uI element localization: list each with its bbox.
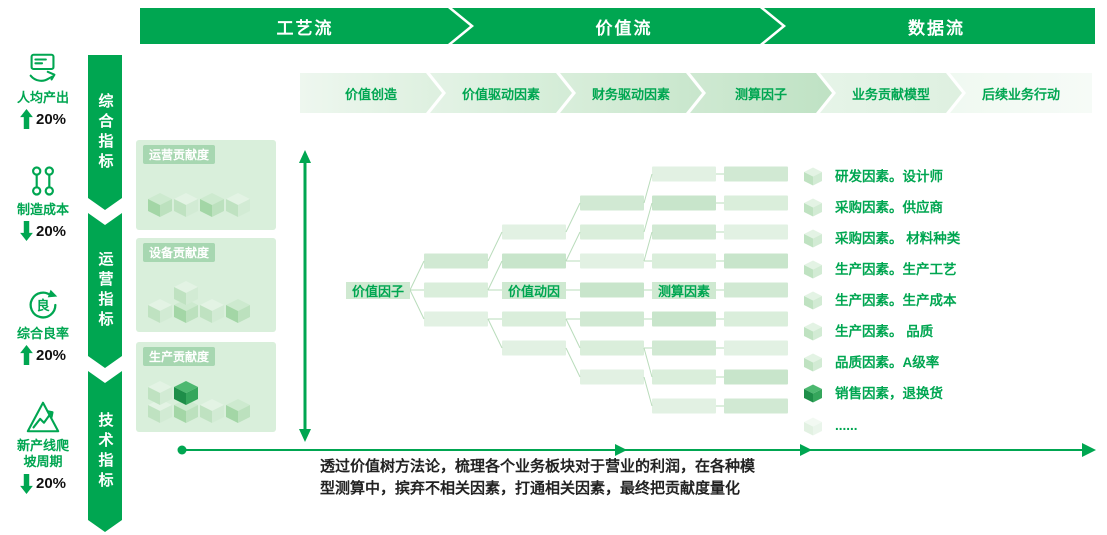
stage-label: 业务贡献模型 bbox=[851, 86, 930, 102]
metric-value-row: 20% bbox=[2, 473, 84, 494]
cube-icon bbox=[804, 167, 822, 186]
ribbon-operational-indicators: 运营指标 bbox=[88, 213, 122, 368]
panel-production-contribution: 生产贡献度 bbox=[136, 342, 276, 432]
report-hand-icon bbox=[2, 50, 84, 88]
trend-up-arrow bbox=[20, 109, 33, 130]
factor-label: 采购因素。供应商 bbox=[835, 200, 943, 215]
factor-label: 生产因素。 品质 bbox=[835, 324, 934, 339]
metric-value: 20% bbox=[35, 346, 67, 364]
factor-label: 研发因素。设计师 bbox=[835, 169, 943, 184]
tree-node-value-factor: 价值因子 bbox=[346, 282, 410, 299]
vertical-double-arrow bbox=[299, 150, 311, 442]
trend-down-arrow bbox=[20, 221, 33, 242]
cube-chart bbox=[148, 381, 250, 423]
cube-icon bbox=[804, 322, 822, 341]
metric-value-row: 20% bbox=[2, 345, 84, 366]
metric-ramp-up-cycle: 新产线爬坡周期 20% bbox=[2, 398, 84, 494]
factor-item-procurement-material: 采购因素。 材料种类 bbox=[802, 222, 960, 252]
bottom-axis-arrow bbox=[177, 443, 1096, 457]
stage-value-drivers: 价值驱动因素 bbox=[430, 73, 572, 113]
flow-banner-label: 数据流 bbox=[908, 18, 965, 38]
metric-per-capita-output: 人均产出 20% bbox=[2, 50, 84, 130]
flow-banner-value: 价值流 bbox=[452, 8, 782, 44]
stage-follow-up-actions: 后续业务行动 bbox=[950, 73, 1092, 113]
panel-equipment-contribution: 设备贡献度 bbox=[136, 238, 276, 332]
factor-item-rd-designer: 研发因素。设计师 bbox=[802, 160, 943, 190]
panel-label: 生产贡献度 bbox=[143, 347, 216, 366]
factor-item-production-quality: 生产因素。 品质 bbox=[802, 315, 933, 345]
ribbon-comprehensive-indicators: 综合指标 bbox=[88, 55, 122, 210]
factor-item-production-process: 生产因素。生产工艺 bbox=[802, 253, 957, 283]
stage-label: 财务驱动因素 bbox=[591, 86, 670, 102]
stage-value-creation: 价值创造 bbox=[300, 73, 442, 113]
flow-banner-process: 工艺流 bbox=[140, 8, 470, 44]
flow-banner-label: 价值流 bbox=[595, 18, 653, 38]
cube-icon bbox=[804, 198, 822, 217]
metric-value: 20% bbox=[35, 110, 67, 128]
metric-overall-yield: 良 综合良率 20% bbox=[2, 286, 84, 366]
stage-calculation-factor: 测算因子 bbox=[690, 73, 832, 113]
trend-up-arrow bbox=[20, 345, 33, 366]
ribbon-label: 技术指标 bbox=[96, 411, 114, 492]
cube-icon bbox=[804, 229, 822, 248]
stage-financial-drivers: 财务驱动因素 bbox=[560, 73, 702, 113]
stage-label: 价值驱动因素 bbox=[461, 86, 540, 102]
panel-label: 运营贡献度 bbox=[143, 145, 216, 164]
metric-label: 制造成本 bbox=[16, 202, 69, 217]
flow-banner-data: 数据流 bbox=[764, 8, 1095, 44]
metric-label: 新产线爬坡周期 bbox=[16, 438, 69, 470]
cube-icon bbox=[804, 384, 822, 403]
stage-label: 价值创造 bbox=[344, 86, 397, 102]
cube-icon bbox=[804, 353, 822, 372]
yield-loop-icon: 良 bbox=[2, 286, 84, 324]
metric-value-row: 20% bbox=[2, 109, 84, 130]
tree-node-calculation-factor: 测算因素 bbox=[652, 282, 716, 299]
metric-value-row: 20% bbox=[2, 221, 84, 242]
factor-label: 品质因素。A级率 bbox=[835, 355, 940, 370]
stage-business-contribution-model: 业务贡献模型 bbox=[820, 73, 962, 113]
tree-node-value-driver: 价值动因 bbox=[502, 282, 566, 299]
metric-label: 人均产出 bbox=[16, 90, 69, 105]
ramp-climb-icon bbox=[2, 398, 84, 436]
factor-label: 销售因素，退换货 bbox=[835, 386, 943, 401]
panel-label: 设备贡献度 bbox=[143, 243, 216, 262]
factor-item-ellipsis: ...... bbox=[802, 410, 858, 440]
stage-label: 测算因子 bbox=[734, 86, 787, 102]
factor-item-sales-returns: 销售因素，退换货 bbox=[802, 377, 943, 407]
factor-label: 生产因素。生产成本 bbox=[835, 293, 957, 308]
trend-down-arrow bbox=[20, 473, 33, 494]
factor-item-production-cost: 生产因素。生产成本 bbox=[802, 284, 957, 314]
stage-label: 后续业务行动 bbox=[981, 86, 1060, 102]
cube-icon bbox=[804, 417, 822, 436]
metric-value: 20% bbox=[35, 222, 67, 240]
metric-label: 综合良率 bbox=[16, 326, 69, 341]
metric-value: 20% bbox=[35, 475, 67, 492]
ribbon-label: 运营指标 bbox=[96, 250, 114, 331]
ribbon-label: 综合指标 bbox=[96, 92, 114, 173]
flow-banner-label: 工艺流 bbox=[276, 18, 334, 38]
factor-item-procurement-supplier: 采购因素。供应商 bbox=[802, 191, 943, 221]
factor-label: 生产因素。生产工艺 bbox=[835, 262, 957, 277]
cube-icon bbox=[804, 291, 822, 310]
svg-text:良: 良 bbox=[36, 297, 50, 313]
footer-description: 透过价值树方法论，梳理各个业务板块对于营业的利润，在各种模型测算中，摈弃不相关因… bbox=[320, 458, 756, 497]
factor-label: ...... bbox=[835, 417, 858, 433]
factor-item-quality-a-grade: 品质因素。A级率 bbox=[802, 346, 939, 376]
factor-label: 采购因素。 材料种类 bbox=[835, 231, 961, 246]
cube-chart bbox=[148, 281, 250, 323]
cube-chart bbox=[148, 193, 250, 217]
metric-manufacturing-cost: 制造成本 20% bbox=[2, 162, 84, 242]
value-tree bbox=[346, 166, 788, 414]
panel-operational-contribution: 运营贡献度 bbox=[136, 140, 276, 230]
cube-icon bbox=[804, 260, 822, 279]
tools-icon bbox=[2, 162, 84, 200]
ribbon-technical-indicators: 技术指标 bbox=[88, 371, 122, 532]
